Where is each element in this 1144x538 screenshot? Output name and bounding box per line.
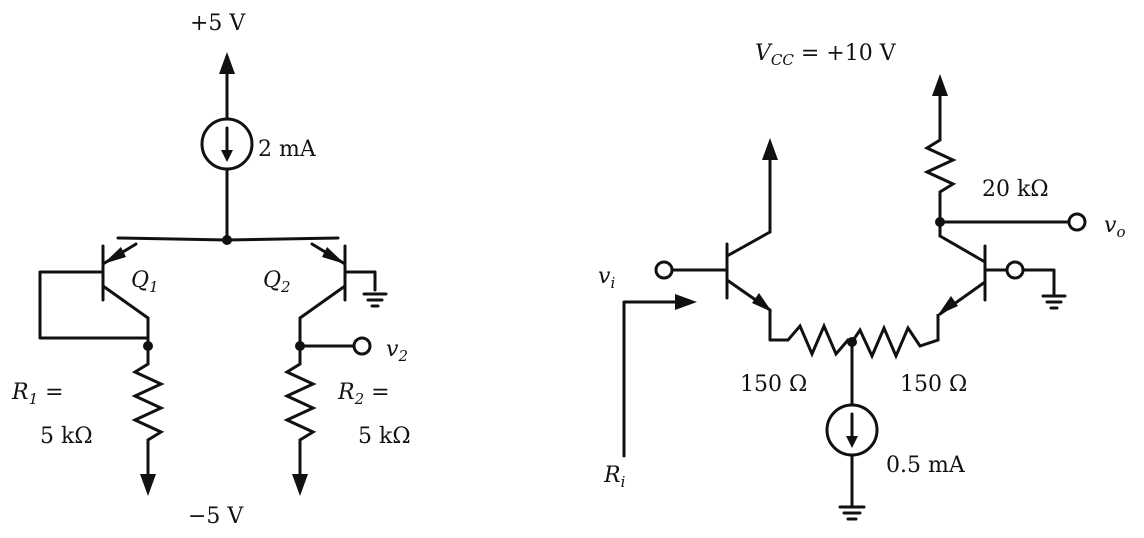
r1-resistor [131,346,165,478]
right-circuit: VCC = +10 V 20 kΩ vo vi Ri [598,41,1125,521]
re-left-resistor [770,322,853,358]
left-emitter-wire [116,236,340,242]
tail-current-source [825,403,879,457]
r2-resistor [283,346,317,478]
q2-label: Q2 [263,268,291,296]
rc-resistor [923,130,957,222]
v2-label: v2 [386,337,408,365]
re-left-label: 150 Ω [740,372,807,397]
re-right-resistor [850,314,940,360]
left-current-source [200,117,254,171]
q1-transistor [38,242,150,349]
q2-base-ground-icon [362,292,388,308]
vi-input-terminal [654,260,674,280]
r1-label-line2: 5 kΩ [40,424,93,449]
output-base-wire [1021,268,1056,296]
left-circuit: +5 V 2 mA Q1 R1 = 5 kΩ [11,11,411,529]
left-supply-bottom-label: −5 V [188,504,244,529]
vcc-label: VCC = +10 V [755,41,897,69]
left-supply-top-arrow [219,52,235,120]
input-transistor [725,138,778,342]
ri-arrow [622,294,697,458]
r1-label-line1: R1 = [11,380,64,408]
q1-label: Q1 [131,268,159,296]
re-right-label: 150 Ω [900,372,967,397]
output-transistor [938,220,1008,316]
v2-output-terminal [352,336,372,356]
left-supply-bottom-arrow-1 [140,474,156,496]
vo-output-terminal [1067,212,1087,232]
output-base-ground-icon [1041,294,1067,310]
r2-label-line1: R2 = [337,380,390,408]
q2-transistor [298,242,377,349]
ri-label: Ri [603,463,626,491]
left-supply-bottom-arrow-2 [292,474,308,496]
output-base-terminal [1005,260,1025,280]
vcc-arrow [932,74,948,132]
tail-current-label: 0.5 mA [886,453,966,478]
tail-ground-icon [838,505,866,521]
rc-label: 20 kΩ [982,177,1049,202]
r2-label-line2: 5 kΩ [358,424,411,449]
vo-label: vo [1104,213,1125,241]
left-supply-top-label: +5 V [190,11,246,36]
left-current-source-label: 2 mA [258,137,317,162]
vi-label: vi [598,264,615,292]
